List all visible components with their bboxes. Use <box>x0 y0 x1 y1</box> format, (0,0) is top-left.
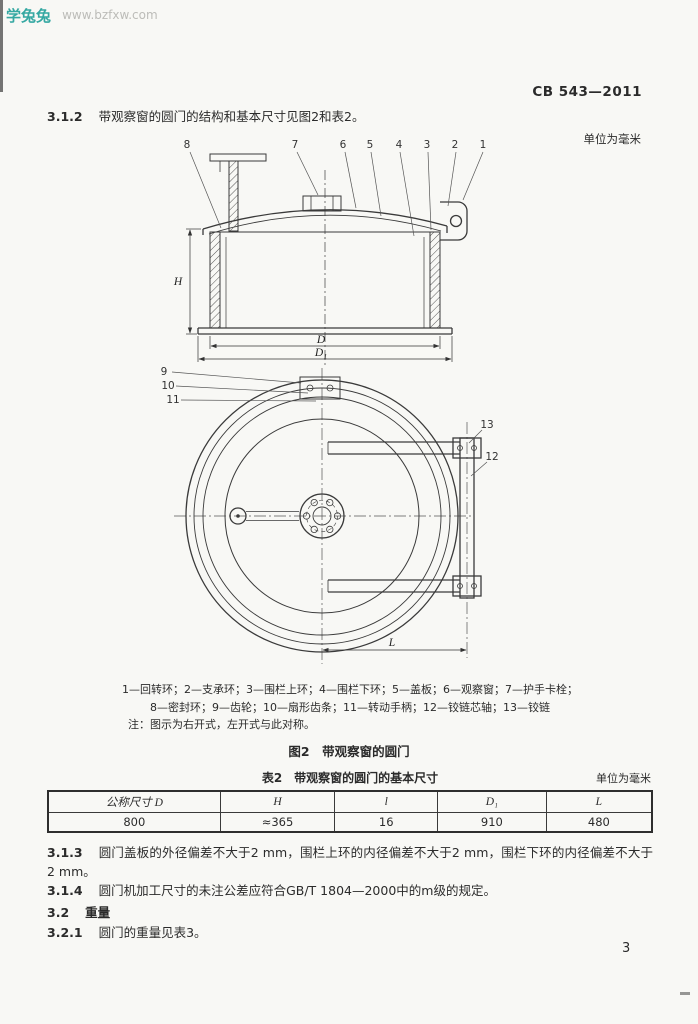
table-header-d1: D₁ <box>437 790 547 813</box>
figure-legend: 1—回转环；2—支承环；3—围栏上环；4—围栏下环；5—盖板；6—观察窗；7—护… <box>80 681 620 716</box>
dim-label-D1: D₁ <box>314 347 327 359</box>
watermark-site-name: 学兔兔 <box>6 7 52 25</box>
page-number: 3 <box>622 941 631 956</box>
cell-l-small: 16 <box>334 812 439 833</box>
clause-number: 3.1.4 <box>47 883 83 898</box>
table-header-l-small: l <box>334 790 439 813</box>
side-view-dimensions <box>186 228 453 362</box>
figure-unit-note: 单位为毫米 <box>583 132 642 146</box>
legend-line-2: 8—密封环；9—齿轮；10—扇形齿条；11—转动手柄；12—铰链芯轴；13—铰链 <box>150 700 550 714</box>
callout-13: 13 <box>480 419 493 431</box>
legend-line-1: 1—回转环；2—支承环；3—围栏上环；4—围栏下环；5—盖板；6—观察窗；7—护… <box>122 683 578 696</box>
clause-text: 重量 <box>85 905 111 920</box>
cell-d1: 910 <box>437 812 547 833</box>
table-title: 表2 带观察窗的圆门的基本尺寸 <box>261 771 439 785</box>
cell-d-nominal: 800 <box>47 812 221 833</box>
table-header-d-nominal: 公称尺寸 D <box>47 790 221 813</box>
callout-4: 4 <box>396 139 403 151</box>
watermark-url: www.bzfxw.com <box>62 8 158 22</box>
callout-6: 6 <box>340 139 347 151</box>
callout-5: 5 <box>367 139 374 151</box>
clause-text: 圆门的重量见表3。 <box>98 925 207 940</box>
dim-label-L: L <box>388 637 395 649</box>
callout-10: 10 <box>161 380 174 392</box>
callout-12: 12 <box>485 451 498 463</box>
clause-text: 带观察窗的圆门的结构和基本尺寸见图2和表2。 <box>98 109 365 124</box>
clause-text: 圆门机加工尺寸的未注公差应符合GB/T 1804—2000中的m级的规定。 <box>98 883 496 898</box>
cell-h: ≈365 <box>219 812 336 833</box>
callout-1: 1 <box>480 139 487 151</box>
table-2: 公称尺寸 D H l D₁ L 800 ≈365 16 910 480 <box>47 790 653 833</box>
clause-number: 3.2 <box>47 905 70 920</box>
callout-2: 2 <box>452 139 459 151</box>
standard-number: CB 543—2011 <box>532 84 642 100</box>
table-unit-note: 单位为毫米 <box>596 772 651 785</box>
callout-3: 3 <box>424 139 431 151</box>
front-view-leaders <box>171 371 488 477</box>
scan-edge-artifact <box>0 0 3 92</box>
dim-label-D: D <box>316 334 326 346</box>
clause-number: 3.2.1 <box>47 925 83 940</box>
side-view-leaders <box>189 151 484 237</box>
scan-corner-artifact <box>680 992 690 995</box>
clause-3-1-4: 3.1.4 圆门机加工尺寸的未注公差应符合GB/T 1804—2000中的m级的… <box>47 881 653 900</box>
watermark: 学兔兔 www.bzfxw.com <box>6 5 158 26</box>
clause-text: 圆门盖板的外径偏差不大于2 mm，围栏上环的内径偏差不大于2 mm，围栏下环的内… <box>47 845 653 880</box>
callout-8: 8 <box>184 139 191 151</box>
clause-number: 3.1.3 <box>47 845 83 860</box>
figure-2-drawing: 8 7 6 5 4 3 2 1 D D₁ H <box>161 139 499 664</box>
figure-caption: 图2 带观察窗的圆门 <box>288 744 410 759</box>
table-header-row: 公称尺寸 D H l D₁ L <box>47 790 653 813</box>
clause-3-2: 3.2 重量 <box>47 903 653 922</box>
table-header-h: H <box>219 790 336 813</box>
clause-3-1-3: 3.1.3 圆门盖板的外径偏差不大于2 mm，围栏上环的内径偏差不大于2 mm，… <box>47 843 653 882</box>
clause-3-1-2: 3.1.2 带观察窗的圆门的结构和基本尺寸见图2和表2。 <box>47 107 653 126</box>
callout-11: 11 <box>166 394 179 406</box>
callout-7: 7 <box>292 139 299 151</box>
table-title-row: 表2 带观察窗的圆门的基本尺寸 单位为毫米 <box>47 769 653 785</box>
cell-l: 480 <box>545 812 653 833</box>
callout-9: 9 <box>161 366 168 378</box>
figure-note: 注：图示为右开式，左开式与此对称。 <box>128 718 315 731</box>
table-row: 800 ≈365 16 910 480 <box>47 812 653 833</box>
table-header-l: L <box>545 790 653 813</box>
clause-3-2-1: 3.2.1 圆门的重量见表3。 <box>47 923 653 942</box>
front-view: 9 10 11 13 12 L <box>161 366 499 664</box>
dim-label-H: H <box>173 276 183 288</box>
side-view: 8 7 6 5 4 3 2 1 D D₁ H <box>173 139 487 368</box>
clause-number: 3.1.2 <box>47 109 83 124</box>
